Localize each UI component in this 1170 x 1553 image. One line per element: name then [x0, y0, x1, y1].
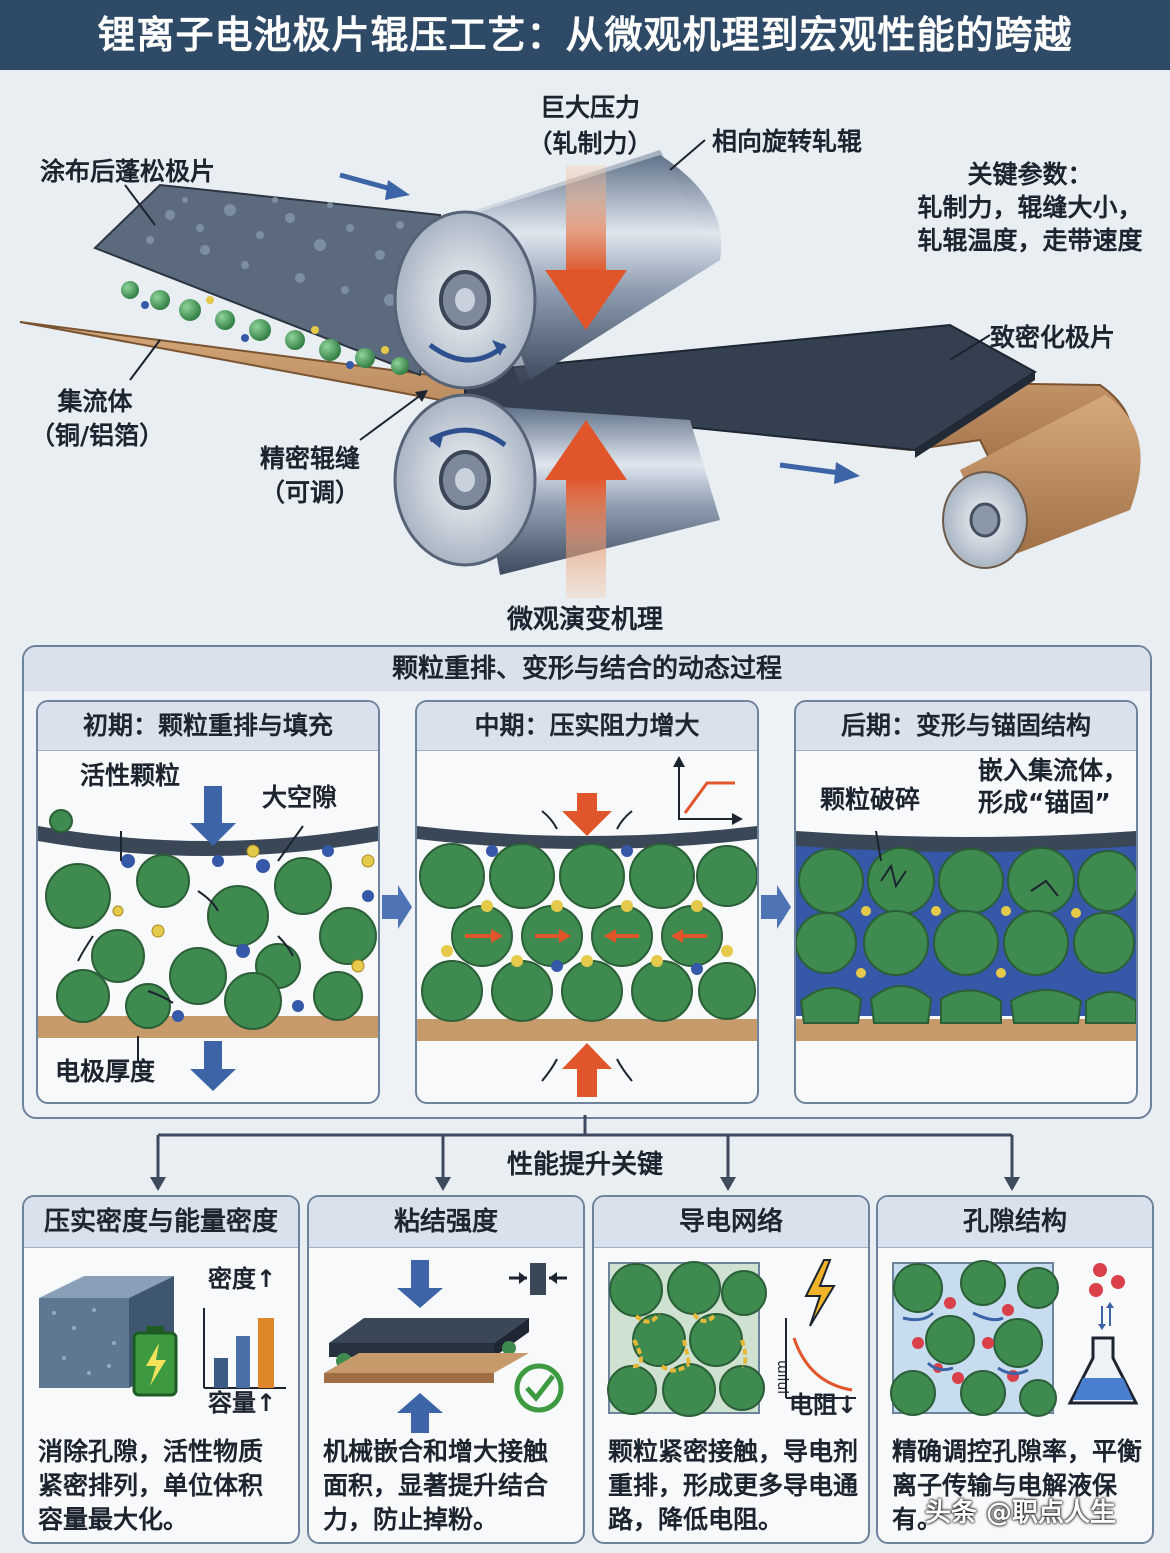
panel-pore-text-line1: 精确调控孔隙率，平衡 — [892, 1437, 1143, 1466]
panel-conductive-text: 颗粒紧密接触，导电剂 重排，形成更多导电通 路，降低电阻。 — [608, 1435, 858, 1537]
performance-connector — [150, 1115, 1020, 1191]
stage-middle-diagram — [417, 756, 757, 1097]
large-void-label: 大空隙 — [262, 783, 338, 812]
force-label-line1: 巨大压力 — [539, 93, 640, 122]
stage-early-diagram — [38, 786, 378, 1091]
panel-conductive-title: 导电网络 — [594, 1197, 868, 1248]
panel-density-title: 压实密度与能量密度 — [24, 1197, 298, 1248]
lower-roller — [393, 393, 720, 575]
panel-density-text-line2: 紧密排列，单位体积 — [38, 1471, 264, 1500]
particle-crush-label: 颗粒破碎 — [820, 785, 921, 814]
stage-middle: 中期：压实阻力增大 — [415, 700, 759, 1104]
panel-pore: 孔隙结构 精确调控孔隙率，平衡 离子传输与电解液保 有。 — [876, 1195, 1154, 1544]
panel-conductive: 导电网络 ɯılul 电阻↓ 颗粒紧密接触，导电剂 重排，形成更多导电通 路，降… — [592, 1195, 870, 1544]
anchor-label-line2: 形成“锚固” — [978, 788, 1111, 817]
force-arrow-down — [545, 165, 627, 330]
panel-density-text: 消除孔隙，活性物质 紧密排列，单位体积 容量最大化。 — [38, 1435, 263, 1537]
collector-label-line1: 集流体 — [57, 387, 133, 416]
rolling-machine-illustration — [19, 139, 1141, 598]
panel-bonding-text-line2: 面积，显著提升结合 — [323, 1471, 549, 1500]
panel-bonding-text-line1: 机械嵌合和增大接触 — [323, 1437, 549, 1466]
panel-bonding: 粘结强度 机械嵌合和增大接触 面积，显著提升结合 力，防止掉粉。 — [307, 1195, 585, 1544]
stage-early: 初期：颗粒重排与填充 — [36, 700, 380, 1104]
anchor-label: 嵌入集流体， 形成“锚固” — [978, 755, 1128, 819]
title-bar — [0, 0, 1170, 70]
key-parameters-line2: 轧辊温度，走带速度 — [917, 226, 1143, 255]
panel-bonding-title: 粘结强度 — [309, 1197, 583, 1248]
panel-conductive-text-line1: 颗粒紧密接触，导电剂 — [608, 1437, 859, 1466]
bonding-illustration — [324, 1260, 567, 1433]
dense-sheet-label: 致密化极片 — [990, 323, 1116, 352]
stage-late: 后期：变形与锚固结构 — [794, 700, 1138, 1104]
density-illustration — [39, 1276, 286, 1397]
performance-title: 性能提升关键 — [480, 1145, 690, 1185]
watermark: 头条 @职点人生 — [925, 1498, 1117, 1528]
collector-label: 集流体 （铜/铝箔） — [30, 385, 165, 453]
force-label-line2: （轧制力） — [527, 129, 653, 158]
electrode-thickness-label: 电极厚度 — [55, 1057, 156, 1086]
stage-arrow-1 — [382, 885, 412, 929]
stage-arrow-2 — [761, 885, 791, 929]
pore-illustration — [890, 1260, 1139, 1417]
stage-early-title: 初期：颗粒重排与填充 — [38, 702, 378, 751]
key-parameters-line1: 轧制力，辊缝大小， — [917, 193, 1143, 222]
stage-late-title: 后期：变形与锚固结构 — [796, 702, 1136, 751]
active-particle-label: 活性颗粒 — [80, 761, 181, 790]
micro-subtitle: 颗粒重排、变形与结合的动态过程 — [24, 647, 1150, 691]
stage-middle-title: 中期：压实阻力增大 — [417, 702, 757, 751]
panel-pore-text-line3: 有。 — [892, 1505, 943, 1534]
panel-density-text-line1: 消除孔隙，活性物质 — [38, 1437, 264, 1466]
key-parameters: 关键参数： 轧制力，辊缝大小， 轧辊温度，走带速度 — [900, 158, 1160, 257]
stage-late-diagram — [796, 830, 1136, 1041]
collector-label-line2: （铜/铝箔） — [30, 421, 165, 450]
panel-density-text-line3: 容量最大化。 — [38, 1505, 189, 1534]
panel-bonding-text: 机械嵌合和增大接触 面积，显著提升结合 力，防止掉粉。 — [323, 1435, 548, 1537]
anchor-label-line1: 嵌入集流体， — [978, 756, 1129, 785]
conductivity-axis-label: ɯılul — [774, 1360, 790, 1394]
page-title: 锂离子电池极片辊压工艺：从微观机理到宏观性能的跨越 — [97, 13, 1073, 57]
feed-direction-arrow — [339, 172, 410, 200]
force-arrow-up — [545, 420, 627, 598]
capacity-up-label: 容量↑ — [208, 1389, 277, 1417]
micro-section-title: 微观演变机理 — [506, 605, 663, 635]
loose-particles — [121, 281, 409, 375]
force-label: 巨大压力 （轧制力） — [510, 88, 670, 160]
roll-gap-label-line2: （可调） — [259, 478, 360, 507]
panel-pore-text-line2: 离子传输与电解液保 — [892, 1471, 1118, 1500]
roll-gap-label: 精密辊缝 （可调） — [245, 442, 375, 510]
output-direction-arrow — [779, 462, 860, 484]
panel-conductive-text-line2: 重排，形成更多导电通 — [608, 1471, 859, 1500]
resistance-down-label: 电阻↓ — [789, 1391, 858, 1419]
rollers-label: 相向旋转轧辊 — [712, 127, 863, 156]
panel-conductive-text-line3: 路，降低电阻。 — [608, 1505, 784, 1534]
conductive-illustration: ɯılul — [607, 1259, 856, 1417]
panel-bonding-text-line3: 力，防止掉粉。 — [323, 1505, 499, 1534]
panel-pore-text: 精确调控孔隙率，平衡 离子传输与电解液保 有。 — [892, 1435, 1142, 1537]
coated-sheet-label: 涂布后蓬松极片 — [40, 157, 216, 186]
roll-gap-label-line1: 精密辊缝 — [259, 444, 360, 473]
density-up-label: 密度↑ — [208, 1265, 277, 1293]
key-parameters-title: 关键参数： — [967, 160, 1093, 189]
panel-pore-title: 孔隙结构 — [878, 1197, 1152, 1248]
panel-density: 压实密度与能量密度 密度↑ 容量↑ 消除孔隙，活性物质 紧密排列，单位体积 容量… — [22, 1195, 300, 1544]
copper-roll — [942, 395, 1141, 569]
